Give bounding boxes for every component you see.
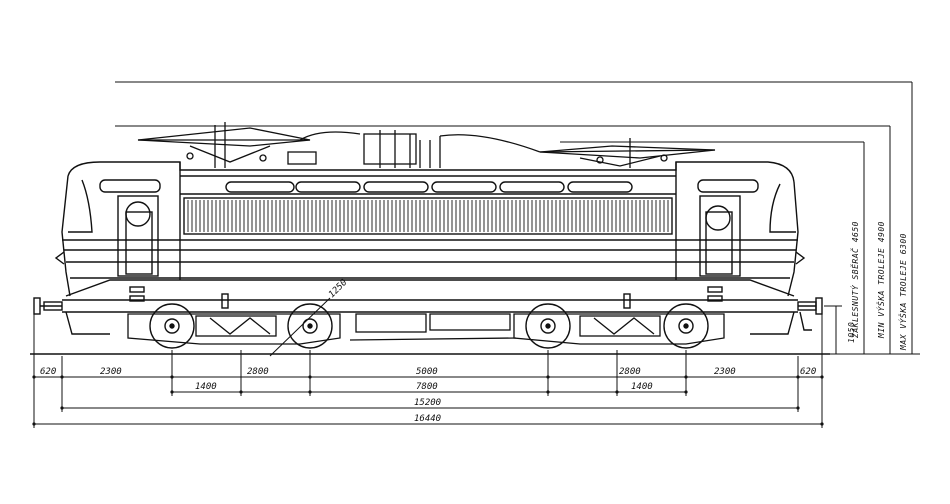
dim-bogie-centre-right: 2800 xyxy=(619,367,641,377)
dim-bogie-pivot-distance: 7800 xyxy=(416,382,438,392)
wheel-3 xyxy=(525,303,571,349)
locomotive-body xyxy=(54,161,806,335)
pantograph-left xyxy=(137,122,317,168)
dim-bogie-wheelbase-right: 1400 xyxy=(631,382,653,392)
dim-min-wire-height: MIN VÝŠKA TROLEJE 4900 xyxy=(875,221,886,339)
dim-axle-to-bogie-right: 2300 xyxy=(714,367,736,377)
under-frame-equipment xyxy=(349,313,517,341)
bogie-left xyxy=(127,313,341,345)
pantograph-right xyxy=(539,138,716,168)
dim-bogie-wheelbase-left: 1400 xyxy=(195,382,217,392)
buffers xyxy=(33,297,823,331)
wheel-4 xyxy=(663,303,709,349)
wheel-diameter-leader xyxy=(269,297,331,357)
wheel-diameter-label: 1250 xyxy=(327,278,349,300)
dim-length-over-buffers: 16440 xyxy=(414,414,441,424)
dimension-arrows xyxy=(32,375,824,426)
dim-axle-to-bogie-left: 2300 xyxy=(100,367,122,377)
dim-middle: 5000 xyxy=(416,367,438,377)
roof-insulators xyxy=(299,130,541,168)
vertical-dimension-lines xyxy=(824,82,920,355)
height-reference-lines xyxy=(115,81,912,143)
ventilation-grille xyxy=(183,197,673,235)
dim-overhang-right: 620 xyxy=(800,367,816,377)
wheel-2 xyxy=(287,303,333,349)
horizontal-dimension-lines xyxy=(33,314,823,428)
dim-overhang-left: 620 xyxy=(40,367,56,377)
dim-pantograph-lowered: ZAKLESNUTÝ SBĚRAČ 4650 xyxy=(849,221,860,339)
dim-length-over-body: 15200 xyxy=(414,398,441,408)
dim-max-wire-height: MAX VÝŠKA TROLEJE 6300 xyxy=(897,233,908,351)
dim-buffer-height: 1050 xyxy=(847,322,856,343)
dim-bogie-centre-left: 2800 xyxy=(247,367,269,377)
wheel-1 xyxy=(149,303,195,349)
